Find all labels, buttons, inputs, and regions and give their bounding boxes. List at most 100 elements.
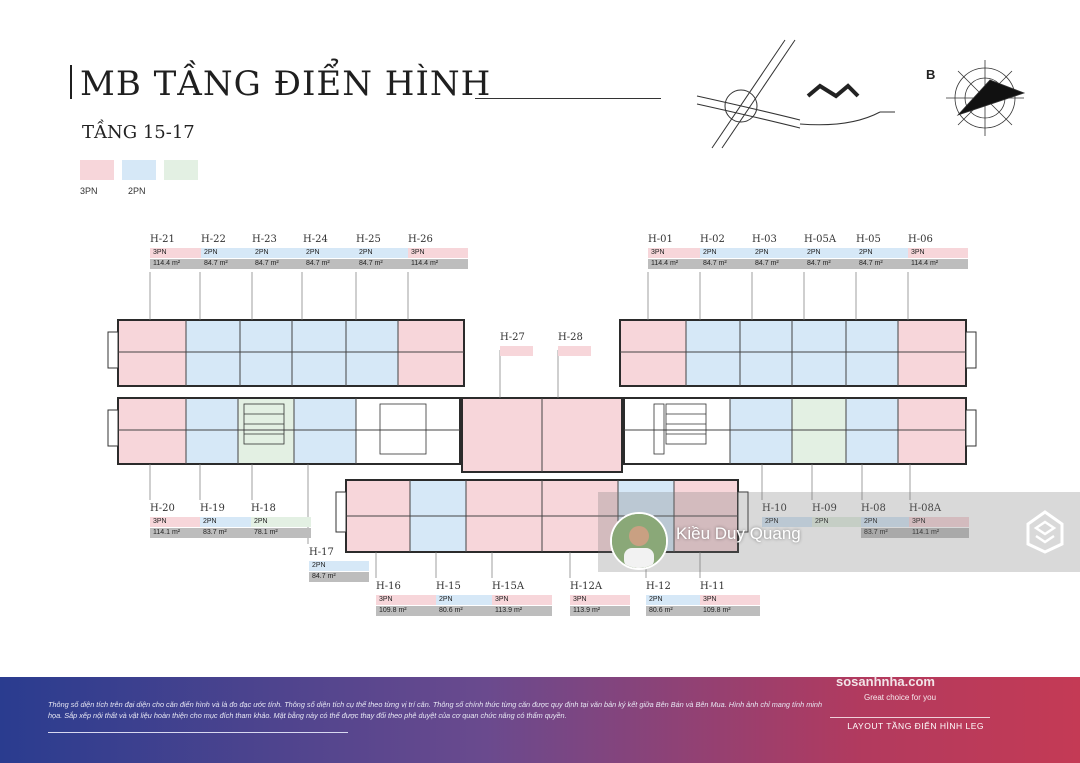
unit-h03-area [740, 320, 792, 386]
unit-code: H-15A [492, 581, 525, 592]
unit-area: 84.7 m² [752, 259, 812, 269]
unit-type: 2PN [309, 561, 369, 571]
unit-tag-h12[interactable]: H-12 2PN 80.6 m² [646, 581, 706, 616]
unit-type: 2PN [436, 595, 496, 605]
unit-h02-area [686, 320, 740, 386]
unit-tag-h03[interactable]: H-03 2PN 84.7 m² [752, 234, 812, 269]
stair-cores [243, 403, 707, 455]
unit-tag-h25[interactable]: H-25 2PN 84.7 m² [356, 234, 416, 269]
unit-tag-h21[interactable]: H-21 3PN 114.4 m² [150, 234, 210, 269]
unit-tag-h05a[interactable]: H-05A 2PN 84.7 m² [804, 234, 864, 269]
brand-watermark: sosanhnha.com [836, 674, 935, 689]
unit-area: 84.7 m² [356, 259, 416, 269]
unit-tag-h26[interactable]: H-26 3PN 114.4 m² [408, 234, 468, 269]
unit-area: 80.6 m² [646, 606, 706, 616]
unit-type: 2PN [752, 248, 812, 258]
unit-type: 2PN [356, 248, 416, 258]
floor-subtitle: TẦNG 15-17 [82, 122, 195, 143]
unit-tag-h10[interactable]: H-10 2PN [762, 503, 822, 527]
unit-tag-h19[interactable]: H-19 2PN 83.7 m² [200, 503, 260, 538]
unit-h22-area [186, 320, 240, 386]
unit-tag-h18[interactable]: H-18 2PN 78.1 m² [251, 503, 311, 538]
layout-label: LAYOUT TẦNG ĐIỂN HÌNH LEG [847, 721, 984, 731]
legend-label-3pn: 3PN [80, 186, 98, 196]
unit-type: 2PN [200, 517, 260, 527]
unit-tag-h08[interactable]: H-08 2PN 83.7 m² [861, 503, 921, 538]
unit-tag-h20[interactable]: H-20 3PN 114.1 m² [150, 503, 210, 538]
unit-code: H-24 [303, 234, 328, 245]
unit-h23-area [240, 320, 292, 386]
unit-type: 3PN [150, 517, 210, 527]
unit-tag-h09[interactable]: H-09 2PN [812, 503, 872, 527]
unit-tag-h15[interactable]: H-15 2PN 80.6 m² [436, 581, 496, 616]
legend-swatch-3pn [80, 160, 114, 180]
unit-tag-h01[interactable]: H-01 3PN 114.4 m² [648, 234, 708, 269]
unit-tag-h27[interactable]: H-27 [500, 332, 560, 356]
unit-tag-h05[interactable]: H-05 2PN 84.7 m² [856, 234, 916, 269]
unit-type: 2PN [303, 248, 363, 258]
unit-h01-area [620, 320, 686, 386]
unit-type: 3PN [376, 595, 436, 605]
unit-code: H-03 [752, 234, 777, 245]
avatar-figure [612, 514, 666, 568]
unit-area: 84.7 m² [252, 259, 312, 269]
unit-area: 114.4 m² [150, 259, 210, 269]
unit-h24-area [292, 320, 346, 386]
unit-h08a-area [898, 398, 966, 464]
unit-type: 3PN [700, 595, 760, 605]
unit-h06-area [898, 320, 966, 386]
unit-type: 3PN [570, 595, 630, 605]
unit-area: 113.9 m² [492, 606, 552, 616]
unit-tag-h16[interactable]: H-16 3PN 109.8 m² [376, 581, 436, 616]
title-bar [70, 65, 72, 99]
unit-type-swatch [500, 346, 533, 356]
leader-lines [149, 272, 911, 578]
unit-type: 2PN [804, 248, 864, 258]
unit-tag-h12a[interactable]: H-12A 3PN 113.9 m² [570, 581, 630, 616]
unit-tag-h15a[interactable]: H-15A 3PN 113.9 m² [492, 581, 552, 616]
unit-tag-h22[interactable]: H-22 2PN 84.7 m² [201, 234, 261, 269]
legend-swatch-other [164, 160, 198, 180]
unit-code: H-08 [861, 503, 886, 514]
page-title-text: MB TẦNG ĐIỂN HÌNH [80, 64, 492, 104]
unit-tag-h02[interactable]: H-02 2PN 84.7 m² [700, 234, 760, 269]
unit-tag-h23[interactable]: H-23 2PN 84.7 m² [252, 234, 312, 269]
unit-tag-h17[interactable]: H-17 2PN 84.7 m² [309, 547, 369, 582]
unit-h18-area [238, 398, 294, 464]
unit-h20-area [118, 398, 186, 464]
unit-area: 83.7 m² [200, 528, 260, 538]
unit-code: H-06 [908, 234, 933, 245]
unit-tag-h11[interactable]: H-11 3PN 109.8 m² [700, 581, 760, 616]
unit-area: 80.6 m² [436, 606, 496, 616]
unit-tag-h06[interactable]: H-06 3PN 114.4 m² [908, 234, 968, 269]
unit-area: 109.8 m² [376, 606, 436, 616]
unit-area: 84.7 m² [309, 572, 369, 582]
unit-code: H-12A [570, 581, 603, 592]
unit-h05-area [846, 320, 898, 386]
unit-code: H-15 [436, 581, 461, 592]
unit-code: H-08A [909, 503, 942, 514]
core-right [624, 398, 730, 464]
unit-type: 2PN [812, 517, 872, 527]
unit-area: 84.7 m² [856, 259, 916, 269]
unit-tag-h28[interactable]: H-28 [558, 332, 618, 356]
unit-type: 2PN [646, 595, 706, 605]
unit-code: H-12 [646, 581, 671, 592]
unit-area: 114.4 m² [648, 259, 708, 269]
unit-tag-h08a[interactable]: H-08A 3PN 114.1 m² [909, 503, 969, 538]
unit-type: 3PN [492, 595, 552, 605]
unit-area: 84.7 m² [201, 259, 261, 269]
unit-area: 109.8 m² [700, 606, 760, 616]
unit-type: 3PN [150, 248, 210, 258]
unit-type: 2PN [856, 248, 916, 258]
footer-rule [48, 732, 348, 733]
unit-code: H-11 [700, 581, 725, 592]
unit-area: 84.7 m² [700, 259, 760, 269]
unit-code: H-20 [150, 503, 175, 514]
unit-type: 2PN [252, 248, 312, 258]
unit-area: 78.1 m² [251, 528, 311, 538]
unit-tag-h24[interactable]: H-24 2PN 84.7 m² [303, 234, 363, 269]
legend-swatch-2pn [122, 160, 156, 180]
unit-code: H-05A [804, 234, 837, 245]
